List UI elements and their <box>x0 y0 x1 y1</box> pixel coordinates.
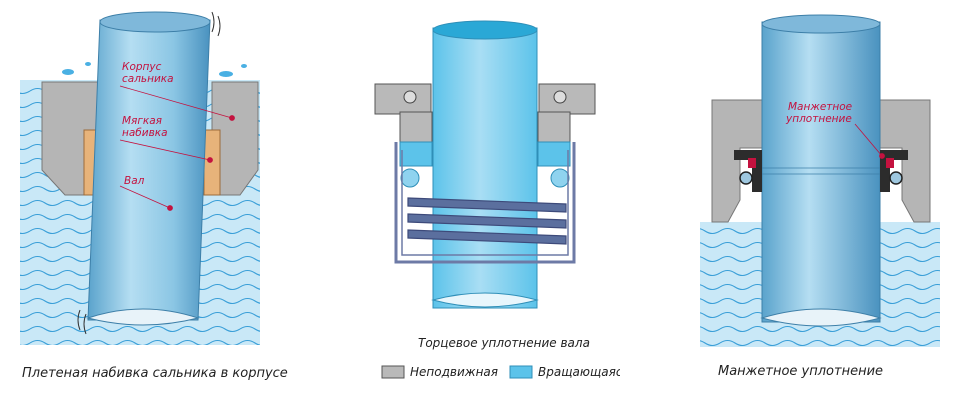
legend-swatch-stationary <box>381 365 405 379</box>
lip-seal-figure: Манжетное уплотнение Манжетное уплотнени… <box>690 0 960 400</box>
label-packing-1: Мягкая <box>122 115 162 127</box>
spring-retainer <box>394 142 576 264</box>
label-shaft: Вал <box>124 175 145 187</box>
caption-mechanical-seal: Торцевое уплотнение вала <box>418 336 590 350</box>
soft-packing-right <box>203 129 221 196</box>
label-housing-2: сальника <box>122 73 174 85</box>
stationary-housing-left <box>374 83 432 115</box>
caption-packing: Плетеная набивка сальника в корпусе <box>22 366 288 381</box>
stationary-ring-right <box>537 111 571 143</box>
legend-label-rotating: Вращающаяся <box>538 365 620 379</box>
legend-swatch-rotating <box>509 365 533 379</box>
o-ring-right-icon <box>553 90 567 104</box>
o-ring-rotating-left-icon <box>400 168 420 188</box>
lip-seal-housing-right <box>879 99 931 223</box>
label-lip-seal-2: уплотнение <box>785 113 852 125</box>
stationary-housing-right <box>538 83 596 115</box>
packing-figure: Корпус сальника Мягкая набивка Вал Плете… <box>0 0 300 400</box>
packing-illustration: Корпус сальника Мягкая набивка Вал <box>20 11 260 345</box>
lip-seal-right <box>880 150 908 192</box>
shaft <box>431 20 539 309</box>
o-ring-rotating-right-icon <box>550 168 570 188</box>
spring-coils <box>407 197 567 245</box>
legend-label-stationary: Неподвижная <box>410 365 498 379</box>
shaft <box>760 14 882 327</box>
shaft <box>86 11 211 326</box>
o-ring-left-icon <box>403 90 417 104</box>
label-lip-seal-1: Манжетное <box>788 101 852 113</box>
stationary-ring-left <box>399 111 433 143</box>
rotating-ring-right <box>537 141 571 167</box>
vibration-lines-icon <box>77 11 221 335</box>
lip-seal-illustration: Манжетное уплотнение <box>700 14 940 347</box>
mechanical-seal-illustration <box>374 20 596 309</box>
caption-lip-seal: Манжетное уплотнение <box>718 364 884 379</box>
mechanical-seal-figure: Торцевое уплотнение вала Неподвижная Вра… <box>360 0 620 400</box>
label-packing-2: набивка <box>122 127 168 139</box>
water-splash-icon <box>62 62 247 77</box>
legend: Неподвижная Вращающаяся <box>381 365 620 379</box>
rotating-ring-left <box>399 141 433 167</box>
label-housing-1: Корпус <box>122 61 162 73</box>
lip-seal-left <box>734 150 762 192</box>
